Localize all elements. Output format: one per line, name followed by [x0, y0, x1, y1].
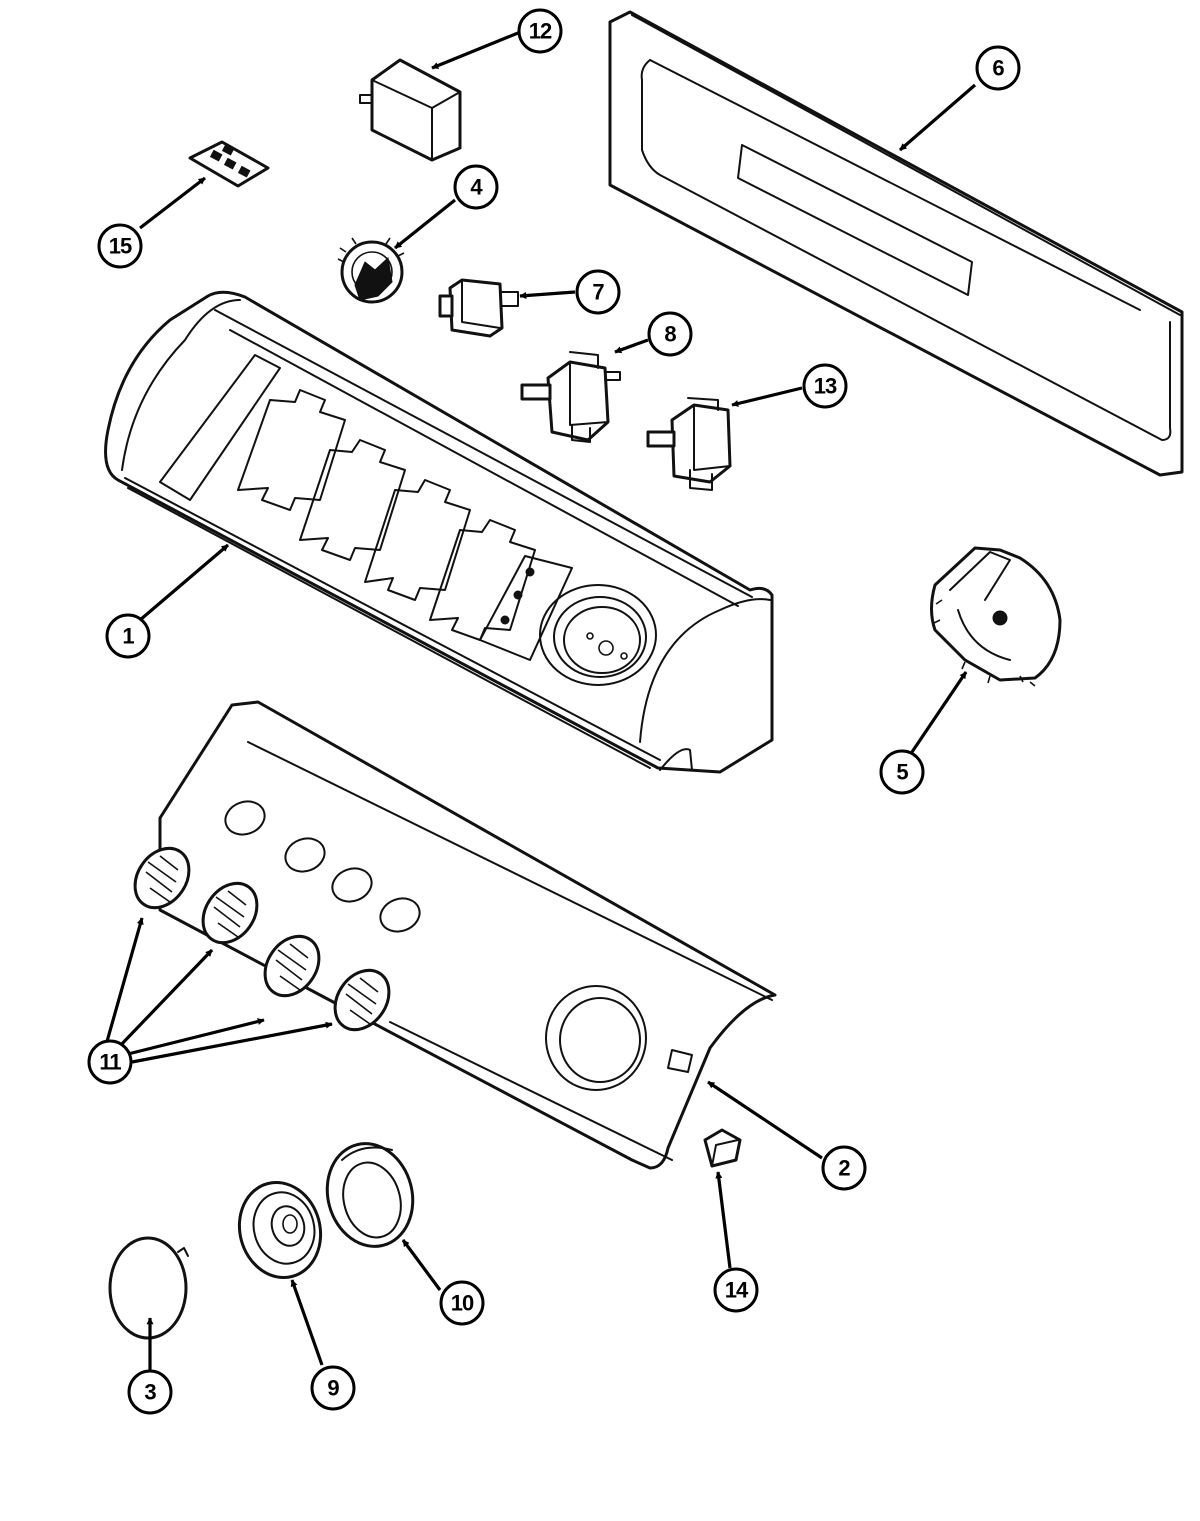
callout-4-label: 4	[470, 175, 483, 200]
callout-2: 2	[821, 1145, 867, 1191]
arrow-4	[394, 198, 456, 250]
arrow-1	[138, 543, 230, 622]
callout-10-label: 10	[451, 1291, 474, 1316]
callout-13: 13	[802, 363, 848, 409]
part-9-dial	[237, 1180, 323, 1280]
callout-9-label: 9	[327, 1376, 339, 1401]
callout-10: 10	[439, 1280, 485, 1326]
arrow-6	[898, 83, 977, 152]
callout-15-label: 15	[109, 234, 132, 259]
callout-12: 12	[517, 8, 563, 54]
arrow-8	[614, 338, 649, 354]
callout-2-label: 2	[838, 1156, 850, 1181]
arrow-11c	[127, 1018, 265, 1056]
arrow-9	[290, 1279, 324, 1366]
callout-5-label: 5	[896, 760, 908, 785]
arrow-12	[431, 31, 519, 70]
part-14-clip	[703, 1128, 742, 1168]
callout-4: 4	[453, 164, 499, 210]
part-6-rear-panel	[608, 10, 1184, 477]
callout-9: 9	[310, 1365, 356, 1411]
callout-5: 5	[879, 749, 925, 795]
callout-3-label: 3	[144, 1380, 156, 1405]
callout-1-label: 1	[122, 624, 134, 649]
callout-7: 7	[575, 269, 621, 315]
arrow-5	[910, 671, 968, 753]
part-10-bezel	[325, 1142, 415, 1248]
part-11-knobs	[133, 846, 391, 1032]
callouts: 12 6 15 4 7 8 13 1	[87, 8, 1021, 1415]
callout-14-label: 14	[725, 1278, 749, 1303]
part-3-cap	[108, 1236, 189, 1340]
arrow-11b	[116, 948, 214, 1050]
callout-7-label: 7	[592, 280, 604, 305]
callout-11-label: 11	[99, 1050, 121, 1075]
part-13-rotary-switch	[646, 397, 732, 491]
callout-15: 15	[97, 223, 143, 269]
callout-13-label: 13	[814, 374, 837, 399]
callout-6: 6	[975, 45, 1021, 91]
callout-3: 3	[127, 1369, 173, 1415]
part-2-front-panel	[158, 700, 777, 1170]
arrow-7	[519, 290, 576, 300]
part-15-board	[188, 140, 270, 188]
arrow-11a	[104, 917, 144, 1046]
part-7-relay	[438, 278, 519, 338]
arrow-14	[715, 1171, 732, 1269]
arrow-10	[401, 1239, 442, 1291]
callout-12-label: 12	[529, 19, 552, 44]
callout-8: 8	[647, 311, 693, 357]
callout-1: 1	[105, 613, 151, 659]
arrow-11d	[131, 1021, 333, 1064]
callout-14: 14	[713, 1267, 759, 1313]
callout-8-label: 8	[664, 322, 676, 347]
callout-11: 11	[87, 1039, 133, 1085]
arrow-15	[139, 176, 206, 230]
arrow-2	[707, 1080, 823, 1160]
part-8-rotary-switch	[520, 351, 621, 443]
leader-lines	[104, 31, 977, 1370]
part-12-module	[359, 58, 462, 162]
part-4-switch	[337, 237, 405, 304]
callout-6-label: 6	[992, 56, 1004, 81]
arrow-13	[731, 386, 803, 407]
part-1-console	[104, 290, 774, 774]
part-5-timer	[930, 546, 1062, 687]
